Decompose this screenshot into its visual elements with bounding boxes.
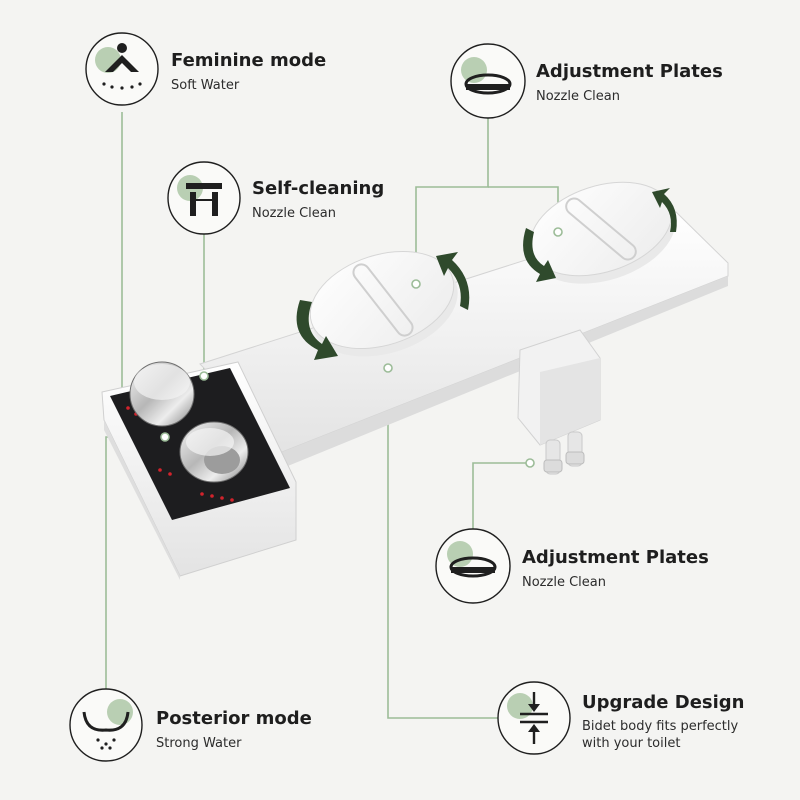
adjustment-plate-icon-bottom [435,528,511,604]
hose-connector [517,329,601,475]
feature-title: Feminine mode [171,50,327,71]
control-box [101,361,297,580]
bidet-body [101,181,729,580]
feature-title: Self-cleaning [252,178,385,199]
feminine-mode-icon [85,32,159,106]
feature-title: Adjustment Plates [536,61,723,82]
adjustment-plate-icon-top [450,43,526,119]
feature-subtitle: Strong Water [156,736,242,751]
callout-dots [160,227,563,468]
feature-title: Adjustment Plates [522,547,709,568]
feature-subtitle: Nozzle Clean [522,575,606,590]
feature-subtitle-line2: with your toilet [582,736,681,751]
knob-pressure [129,361,195,427]
adjustment-plate-left [309,250,458,357]
feature-icons [69,32,571,762]
feature-title: Posterior mode [156,708,312,729]
self-cleaning-icon [167,161,241,235]
adjustment-plate-right [529,181,676,284]
feature-subtitle: Soft Water [171,78,240,93]
posterior-mode-icon [69,688,143,762]
feature-subtitle-line1: Bidet body fits perfectly [582,719,739,734]
rotate-arrows [296,188,677,360]
feature-subtitle: Nozzle Clean [252,206,336,221]
knob-mode [179,421,249,483]
slim-profile-icon [497,681,571,755]
indicator-dots [126,406,234,502]
feature-title: Upgrade Design [582,692,745,713]
feature-subtitle: Nozzle Clean [536,89,620,104]
